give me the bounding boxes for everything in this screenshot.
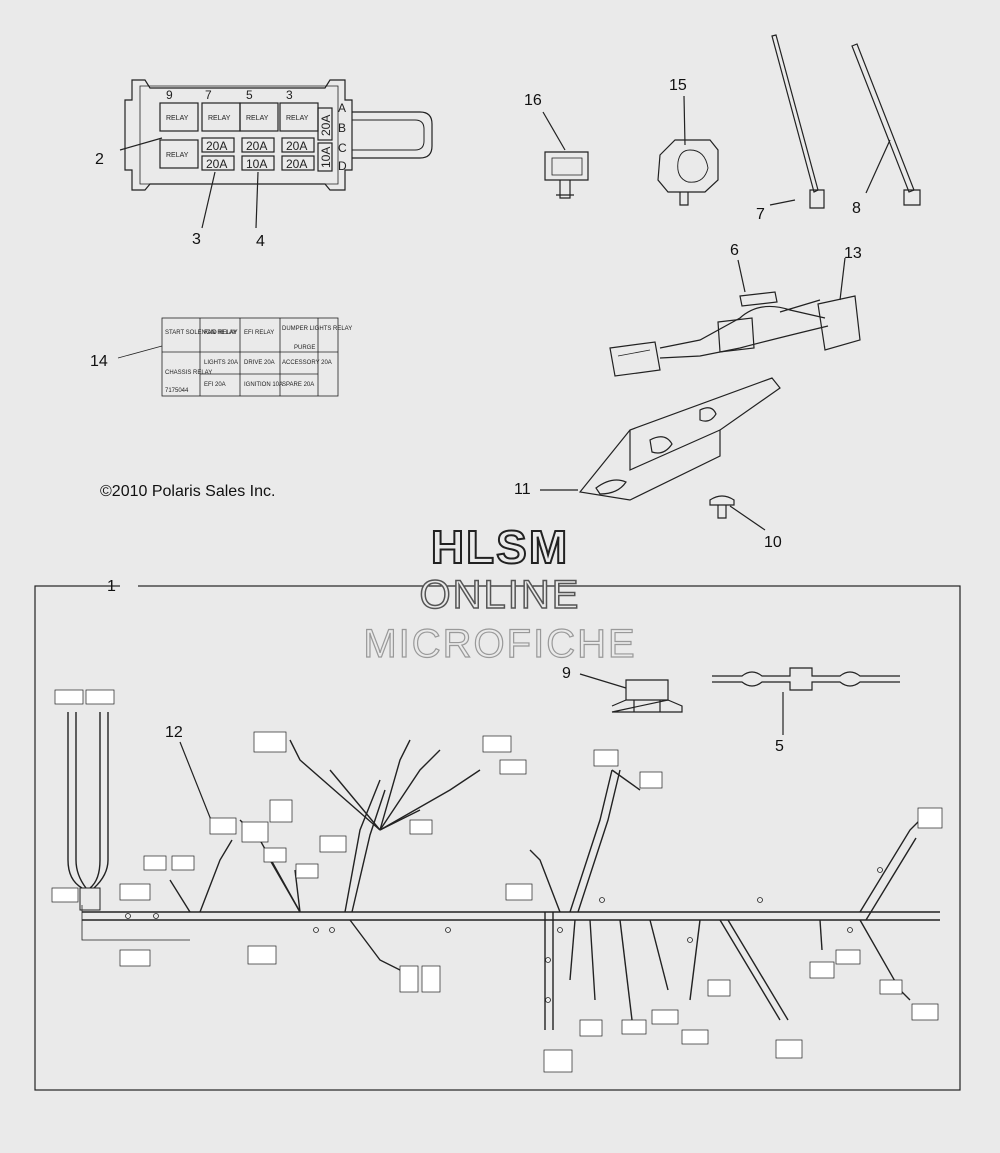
callout-2: 2 bbox=[95, 151, 104, 168]
relay-label-4: RELAY bbox=[286, 115, 309, 122]
callout-16: 16 bbox=[524, 92, 542, 109]
callout-11: 11 bbox=[514, 481, 531, 498]
fuse-label-r1-2: 20A bbox=[246, 139, 267, 153]
harness-markers bbox=[125, 867, 883, 1003]
callout-6: 6 bbox=[730, 242, 739, 259]
callout-9: 9 bbox=[562, 665, 571, 682]
fuse-box-text: 9 7 5 3 A B C D RELAY RELAY RELAY RELAY … bbox=[166, 88, 347, 173]
label-fan-relay: FAN RELAY bbox=[204, 330, 237, 336]
side-fuse-label-2: 10A bbox=[319, 147, 333, 168]
callout-12: 12 bbox=[165, 724, 183, 741]
relay-label-5: RELAY bbox=[166, 152, 189, 159]
cable-ties bbox=[769, 34, 921, 209]
callout-13: 13 bbox=[844, 245, 862, 262]
fuse-label-r2-1: 20A bbox=[206, 157, 227, 171]
label-chassis-relay: CHASSIS RELAY bbox=[165, 370, 212, 376]
clip-16 bbox=[542, 111, 589, 199]
watermark-line-2: ONLINE bbox=[419, 572, 581, 618]
fuse-label-r1-1: 20A bbox=[206, 139, 227, 153]
label-purge: PURGE bbox=[294, 345, 315, 351]
watermark-line-1: HLSM bbox=[430, 520, 570, 574]
relay-1 bbox=[159, 102, 199, 132]
label-efi-relay: EFI RELAY bbox=[244, 330, 274, 336]
callout-1: 1 bbox=[107, 578, 116, 595]
bracket-11 bbox=[540, 377, 781, 501]
label-efi: EFI 20A bbox=[204, 382, 226, 388]
relay-3 bbox=[239, 102, 279, 132]
copyright-text: ©2010 Polaris Sales Inc. bbox=[100, 483, 276, 500]
harness-frame bbox=[34, 585, 961, 1091]
callout-4: 4 bbox=[256, 233, 265, 250]
label-accessory: ACCESSORY 20A bbox=[282, 360, 332, 366]
fuse-label-r2-3: 20A bbox=[286, 157, 307, 171]
label-spare: SPARE 20A bbox=[282, 382, 314, 388]
connector-15 bbox=[657, 95, 719, 206]
label-dumper-lights: DUMPER LIGHTS RELAY bbox=[282, 326, 352, 332]
fuse-box-letter-c: C bbox=[338, 141, 347, 155]
callout-8: 8 bbox=[852, 200, 861, 217]
wiring-harness bbox=[67, 712, 940, 1030]
watermark-line-3: MICROFICHE bbox=[363, 621, 637, 666]
callout-3: 3 bbox=[192, 231, 201, 248]
relay-label-2: RELAY bbox=[208, 115, 231, 122]
label-start-solenoid: START SOLENOID RELAY bbox=[165, 330, 238, 336]
relay-5 bbox=[159, 139, 199, 169]
callout-15: 15 bbox=[669, 77, 687, 94]
inline-fuse-5 bbox=[712, 667, 900, 735]
fuse-box-number-3: 3 bbox=[286, 88, 293, 102]
callout-10: 10 bbox=[764, 534, 782, 551]
side-fuse-label-1: 20A bbox=[319, 115, 333, 136]
fuse-box-letter-a: A bbox=[338, 101, 346, 115]
push-pin-10 bbox=[709, 495, 766, 531]
fuse-label-r1-3: 20A bbox=[286, 139, 307, 153]
relay-label-3: RELAY bbox=[246, 115, 269, 122]
fuse-holder-9 bbox=[579, 673, 683, 713]
callout-7: 7 bbox=[756, 206, 765, 223]
fuse-label-r2-2: 10A bbox=[246, 157, 267, 171]
label-part-number: 7175044 bbox=[165, 388, 189, 394]
connector-13 bbox=[609, 257, 861, 377]
fuse-box-number-5: 5 bbox=[246, 88, 253, 102]
fuse-box-number-9: 9 bbox=[166, 88, 173, 102]
fuse-box-number-7: 7 bbox=[205, 88, 212, 102]
callout-14: 14 bbox=[90, 353, 108, 370]
callout-5: 5 bbox=[775, 738, 784, 755]
fuse-box-letter-d: D bbox=[338, 159, 347, 173]
harness-tags bbox=[51, 689, 943, 1073]
label-drive: DRIVE 20A bbox=[244, 360, 275, 366]
label-card-text: START SOLENOID RELAY FAN RELAY EFI RELAY… bbox=[165, 326, 352, 394]
fuse-box bbox=[119, 79, 433, 229]
fuse-box-letter-b: B bbox=[338, 121, 346, 135]
label-lights: LIGHTS 20A bbox=[204, 360, 238, 366]
label-ignition: IGNITION 10A bbox=[244, 382, 283, 388]
label-card-14 bbox=[117, 317, 339, 397]
relay-label-1: RELAY bbox=[166, 115, 189, 122]
